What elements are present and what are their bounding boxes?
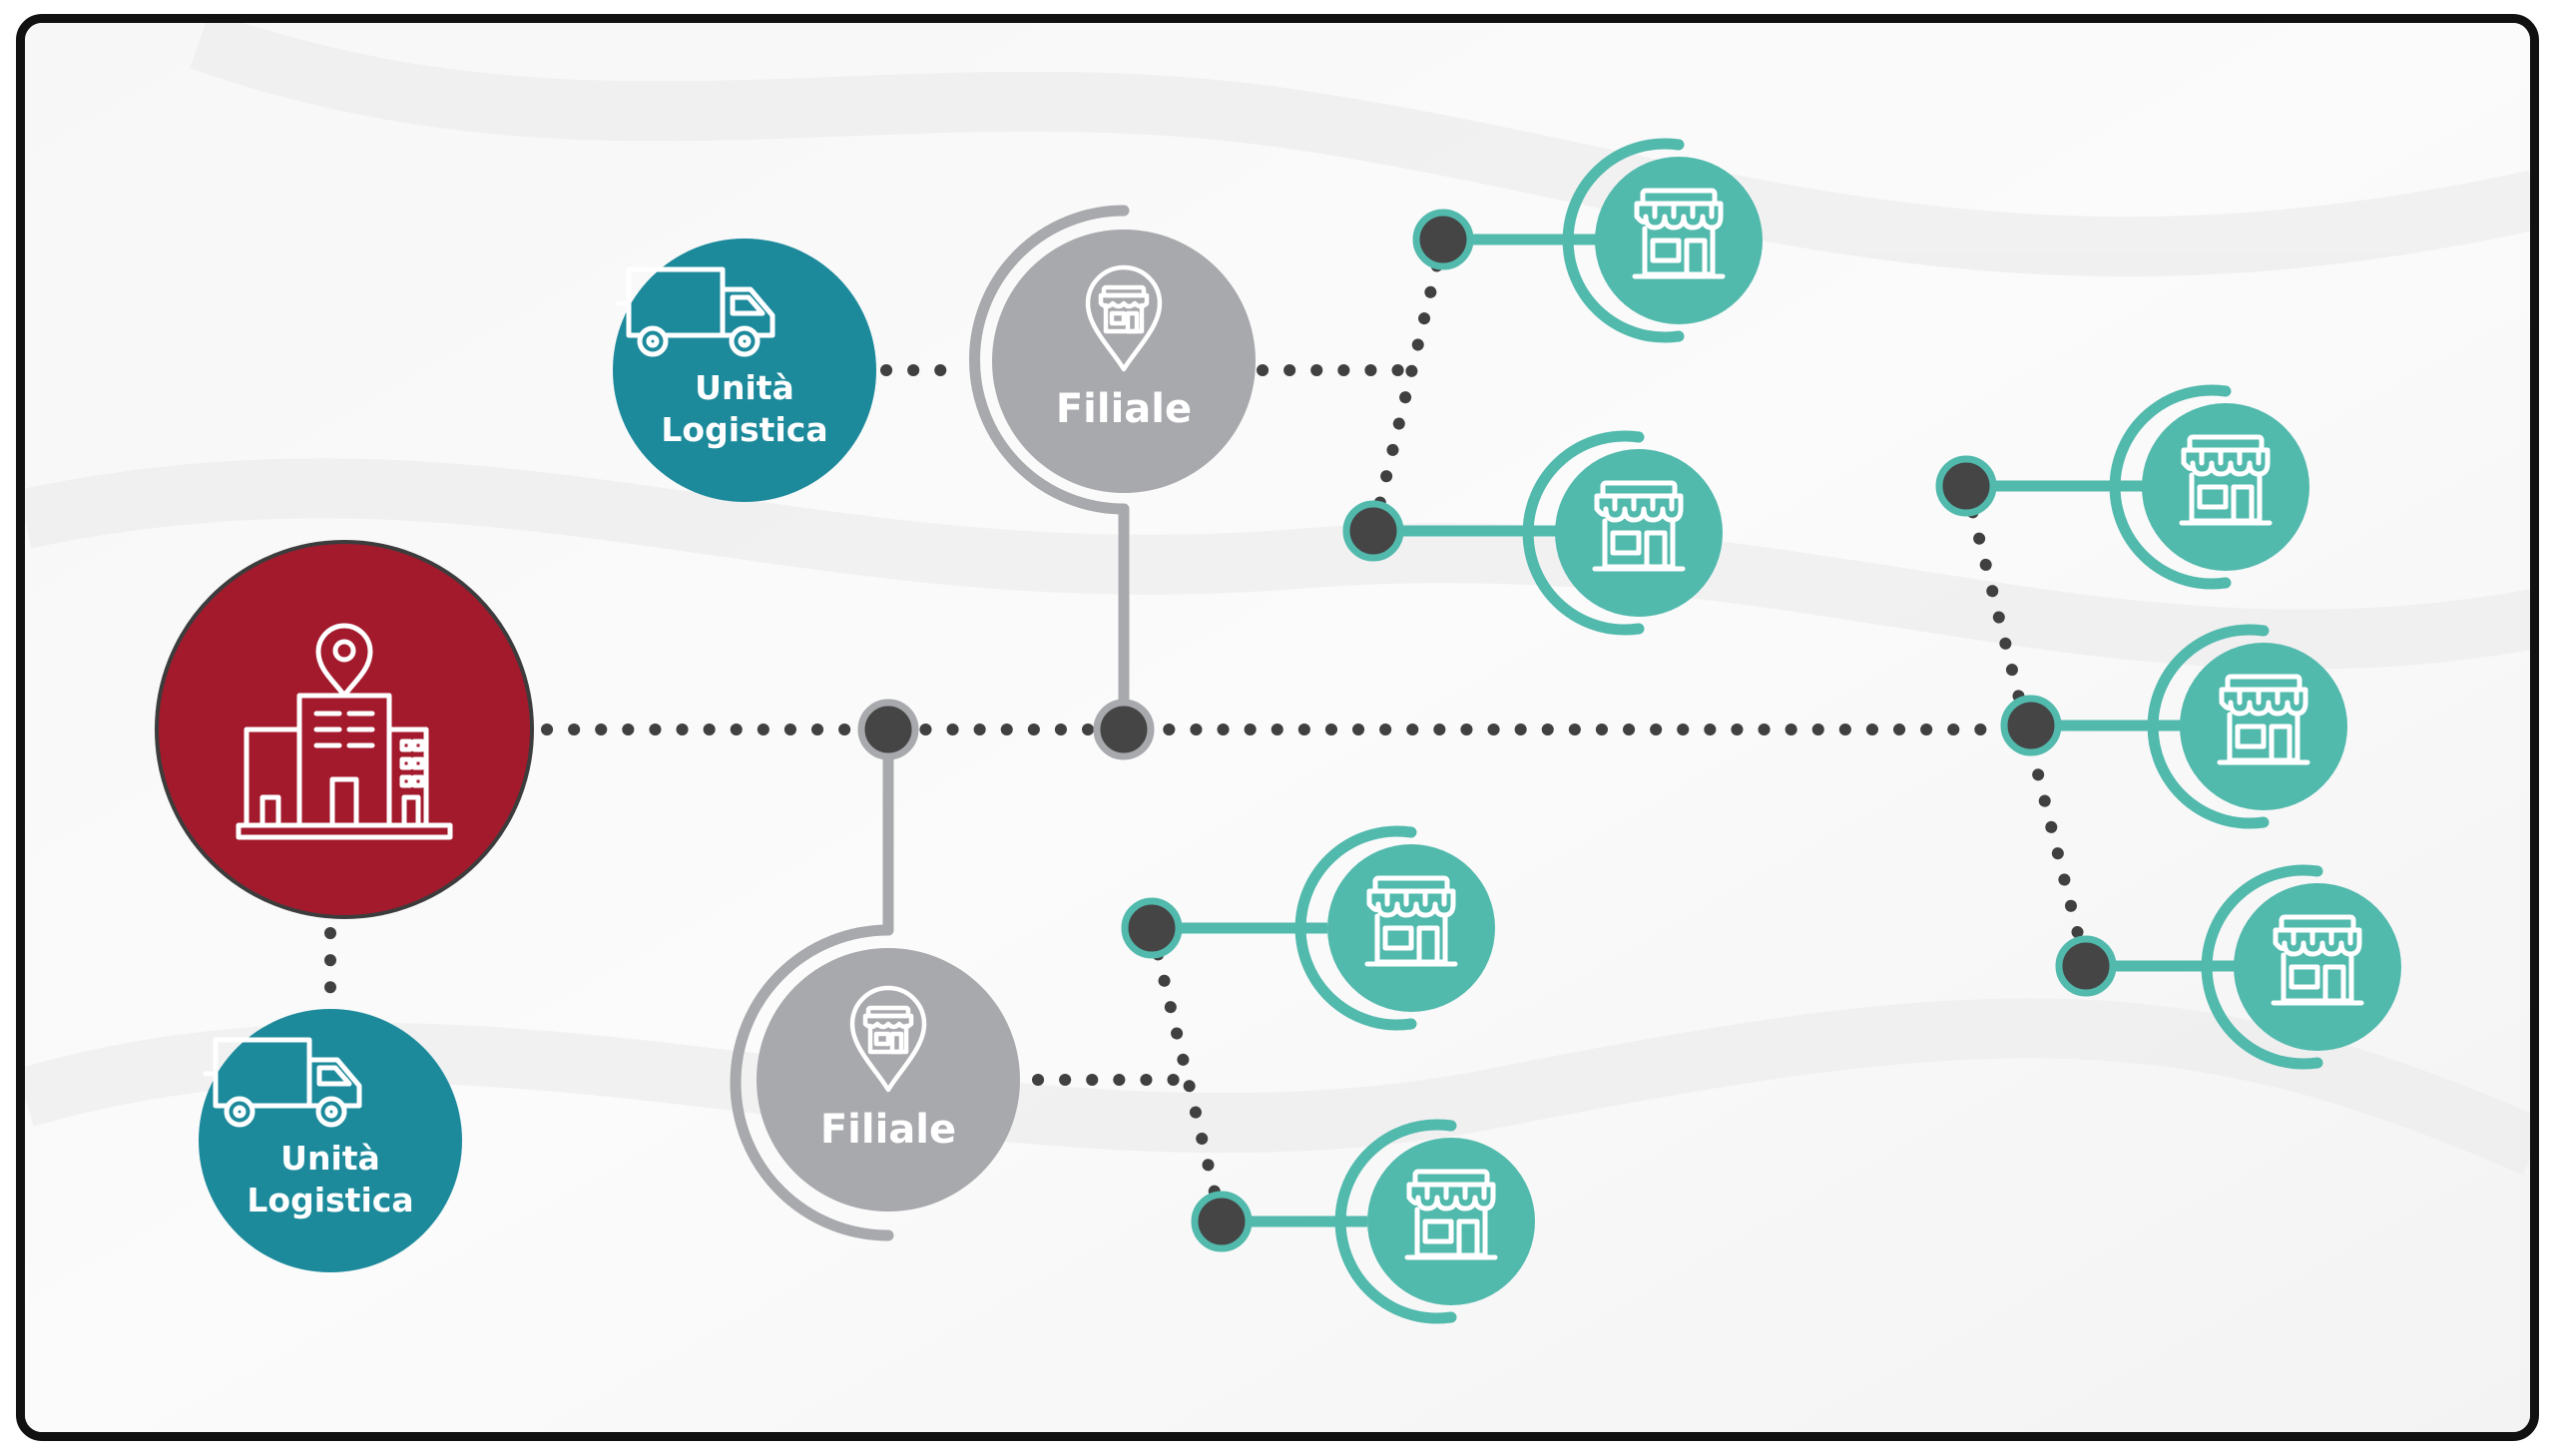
store-node[interactable] — [2201, 864, 2401, 1070]
branch2-store-branch-line — [1146, 922, 1228, 1227]
store-node[interactable] — [1294, 825, 1495, 1031]
store-node[interactable] — [1522, 430, 1723, 636]
branch-node-bottom[interactable]: Filiale — [730, 924, 1020, 1241]
logistics-unit-node-bottom[interactable]: Unità Logistica — [199, 1009, 462, 1272]
junction-dots — [857, 209, 2117, 1252]
store-node[interactable] — [1562, 138, 1763, 343]
logistics-label-line2: Logistica — [247, 1181, 413, 1219]
branch1-store-branch-line — [1367, 234, 1449, 537]
logistics-label-line1: Unità — [280, 1139, 380, 1178]
diagram-frame: Unità Logistica Unità Logistica Filiale … — [16, 14, 2539, 1441]
background-waves — [25, 23, 2530, 1176]
store-node[interactable] — [2147, 624, 2347, 829]
branch-connectors — [882, 503, 1130, 936]
branch-node-top[interactable]: Filiale — [969, 205, 1257, 515]
branch-label: Filiale — [820, 1107, 956, 1153]
logistics-unit-node-top[interactable]: Unità Logistica — [613, 239, 876, 502]
store-node[interactable] — [2109, 384, 2309, 590]
network-diagram: Unità Logistica Unità Logistica Filiale … — [25, 23, 2530, 1432]
headquarters-node[interactable] — [155, 540, 534, 919]
branch-label: Filiale — [1056, 386, 1192, 432]
store-node[interactable] — [1334, 1119, 1535, 1324]
logistics-label-line2: Logistica — [661, 410, 827, 449]
logistics-label-line1: Unità — [695, 368, 794, 407]
